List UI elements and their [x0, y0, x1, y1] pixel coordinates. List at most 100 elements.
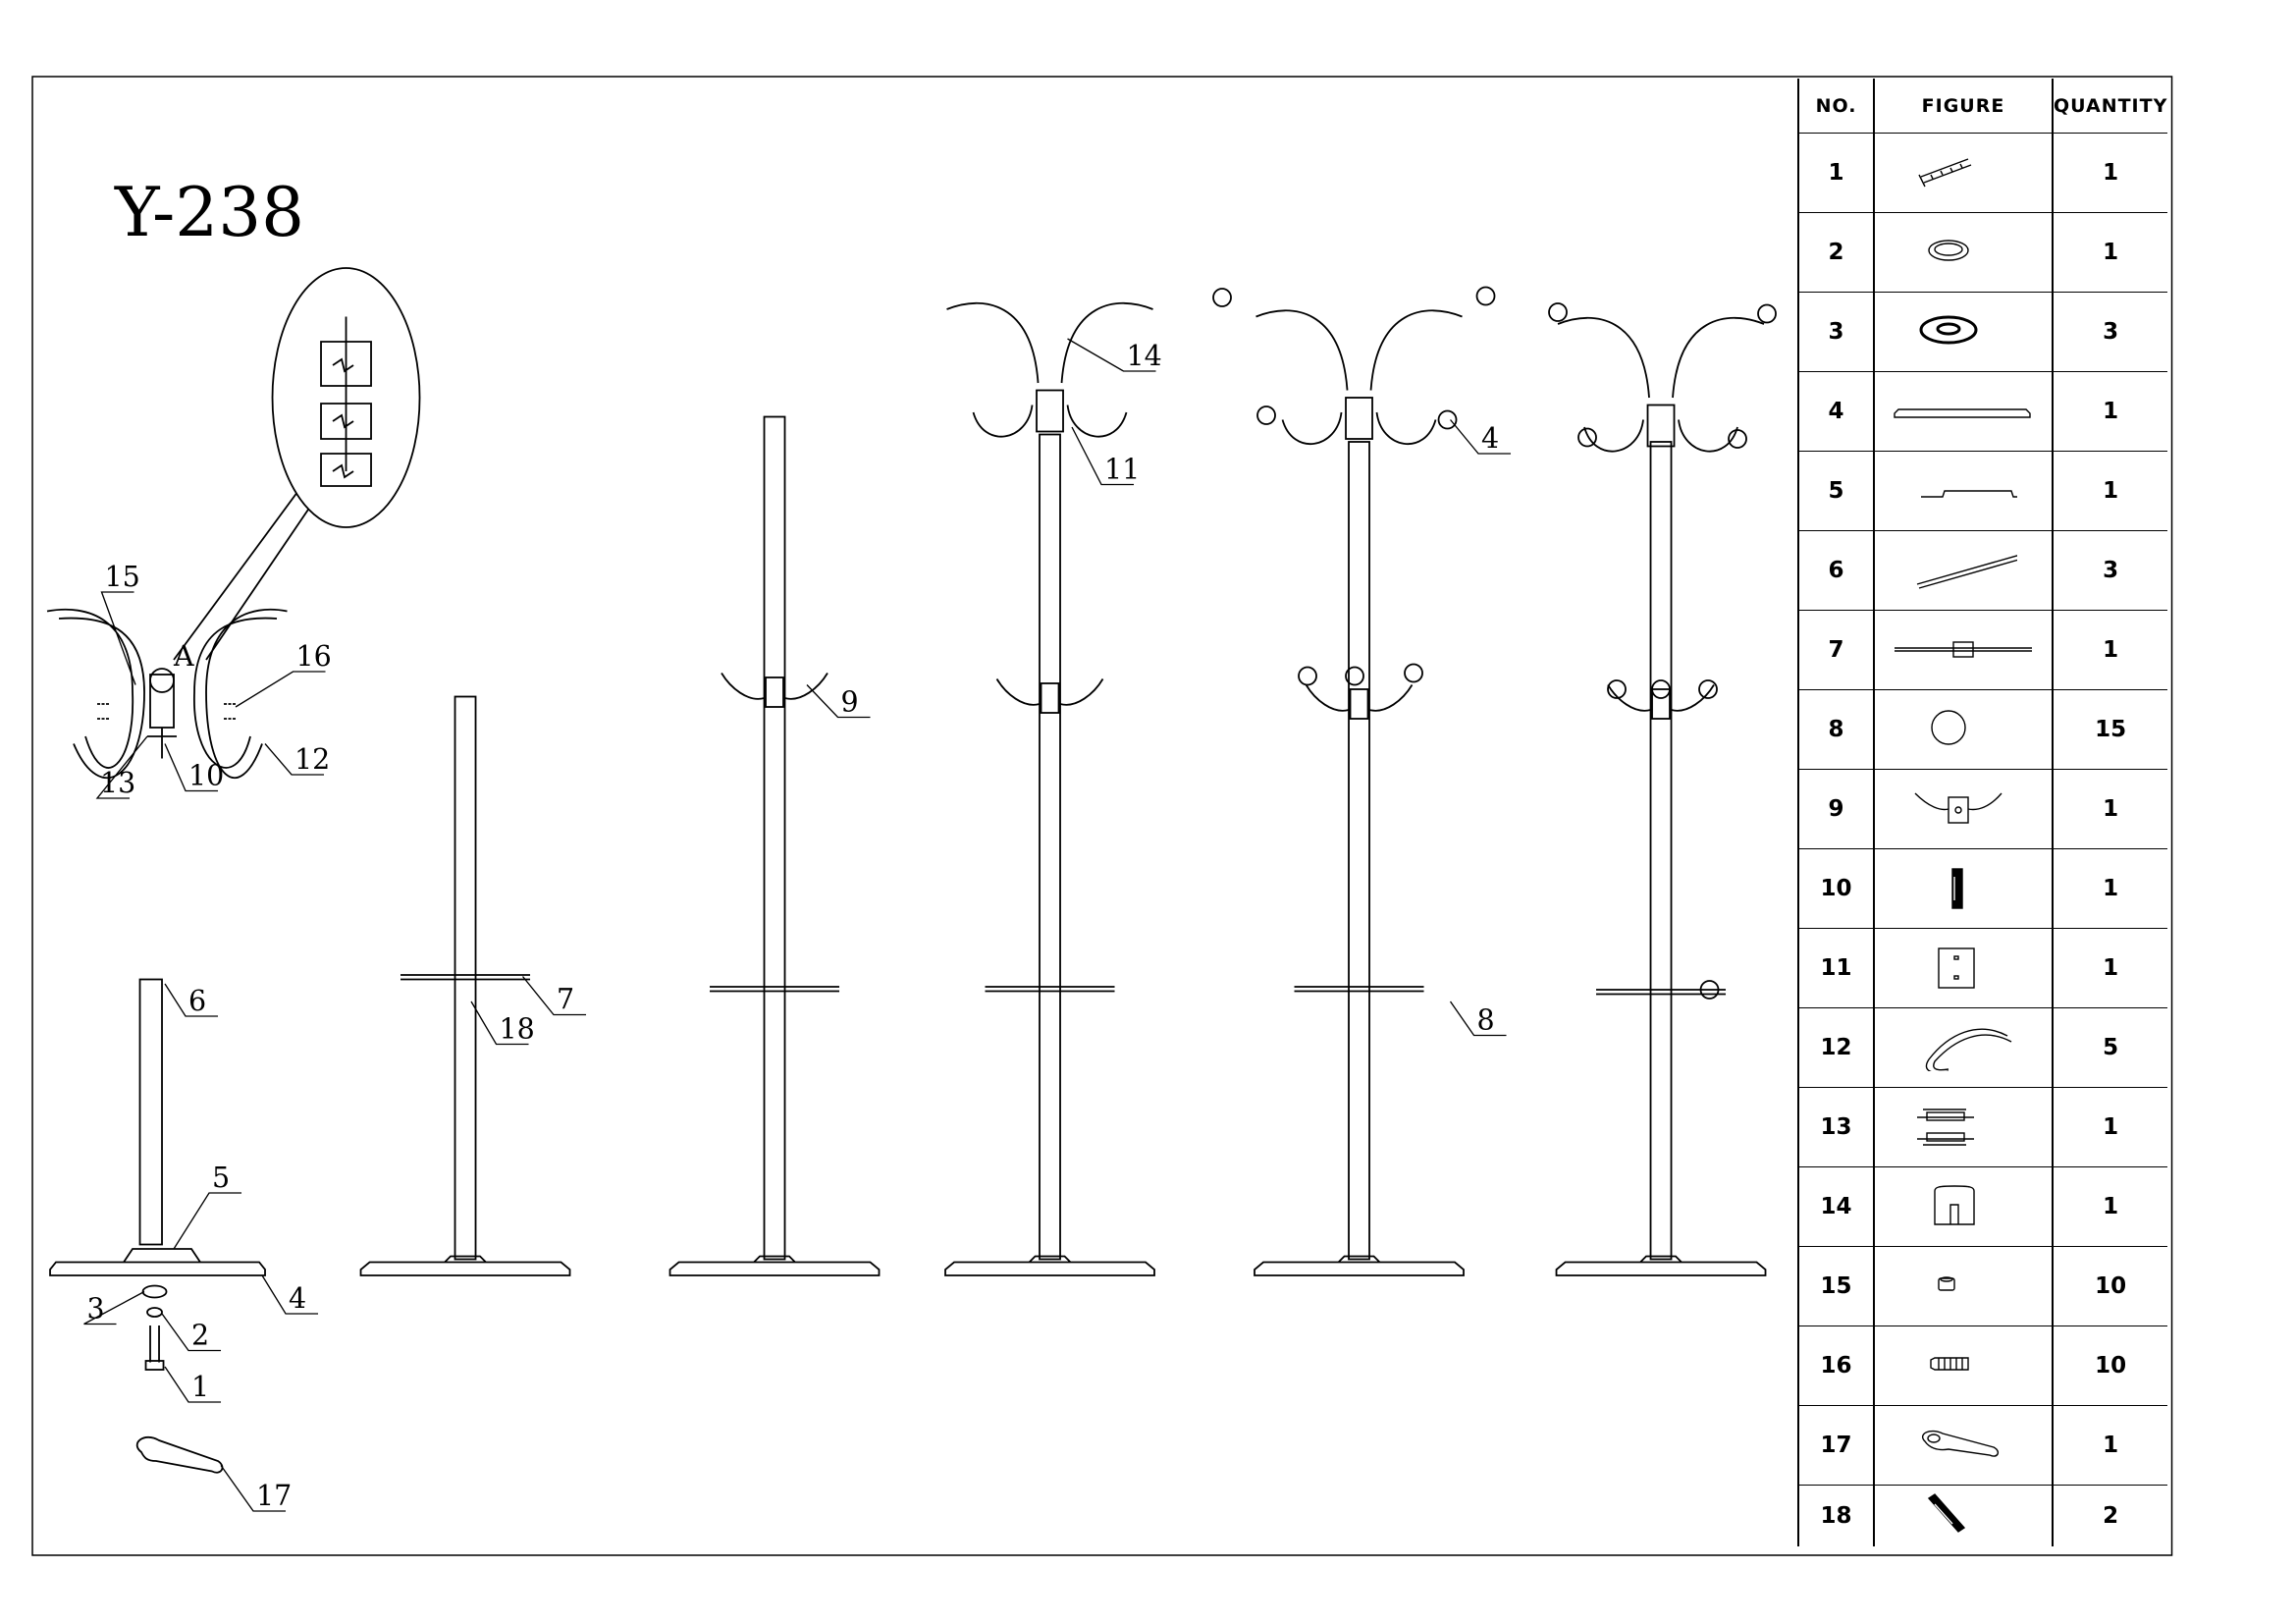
leader-line: [1071, 426, 1135, 486]
part-row: 4 1: [1797, 371, 2168, 452]
callout-5: 5: [212, 1162, 230, 1194]
parts-table-header: NO. FIGURE QUANTITY: [1797, 79, 2168, 134]
part-row: 7 1: [1797, 610, 2168, 690]
leader-line: [100, 591, 136, 685]
part-number: 1: [1797, 133, 1874, 213]
part-quantity: 1: [2051, 769, 2168, 849]
callout-7: 7: [557, 984, 574, 1016]
nut-icon: [1938, 1276, 1955, 1291]
ball: [1345, 666, 1364, 686]
leader-line: [173, 1192, 242, 1250]
part-quantity: 3: [2051, 530, 2168, 611]
part-quantity: 1: [2051, 451, 2168, 531]
leader-line: [1067, 338, 1156, 372]
part-quantity: 10: [2051, 1325, 2168, 1406]
part-figure: [1873, 212, 2053, 293]
part-row: 5 1: [1797, 451, 2168, 531]
part-quantity: 1: [2051, 371, 2168, 452]
part-number: 15: [1797, 1246, 1874, 1326]
callout-13: 13: [100, 767, 135, 799]
wrench-icon: [1922, 1430, 2000, 1457]
callout-6: 6: [188, 985, 206, 1017]
leader-line: [1449, 1001, 1507, 1037]
part-row: 2 1: [1797, 212, 2168, 293]
callout-15: 15: [105, 561, 140, 593]
threaded-rod-icon: [1951, 868, 1963, 909]
ball: [1651, 679, 1671, 699]
callout-17: 17: [256, 1480, 292, 1512]
part-row: 16 10: [1797, 1325, 2168, 1406]
part-figure: [1873, 689, 2053, 770]
plate-icon: [1938, 947, 1975, 989]
callout-10: 10: [188, 760, 224, 792]
bolt-icon: [1918, 158, 1972, 188]
part-number: 16: [1797, 1325, 1874, 1406]
part-row: 18 2: [1797, 1485, 2168, 1546]
callout-18: 18: [500, 1013, 535, 1046]
callout-14: 14: [1127, 340, 1162, 372]
leader-line: [235, 671, 326, 708]
part-number: 17: [1797, 1405, 1874, 1486]
part-figure: [1873, 292, 2053, 372]
header-no: NO.: [1797, 79, 1874, 134]
leader-line: [1450, 419, 1512, 455]
part-quantity: 15: [2051, 689, 2168, 770]
part-row: 9 1: [1797, 769, 2168, 849]
leader-line: [521, 976, 587, 1016]
callout-4a: 4: [289, 1282, 306, 1315]
ball: [1437, 409, 1458, 430]
ball: [1404, 663, 1423, 683]
leader-line: [806, 684, 871, 719]
connector-rod-icon: [1927, 1493, 1966, 1533]
step-3-stand: [668, 415, 881, 1276]
part-figure: [1873, 1405, 2053, 1486]
leader-line: [164, 743, 219, 792]
part-number: 4: [1797, 371, 1874, 452]
part-number: 12: [1797, 1007, 1874, 1088]
leader-line: [261, 1274, 319, 1315]
umbrella-ring-icon: [1895, 641, 2032, 658]
part-figure: [1873, 928, 2053, 1008]
part-number: 10: [1797, 848, 1874, 929]
step-2-stand: [359, 695, 571, 1276]
step-6-stand: [1548, 302, 1777, 1276]
part-quantity: 10: [2051, 1246, 2168, 1326]
part-number: 11: [1797, 928, 1874, 1008]
part-number: 13: [1797, 1087, 1874, 1167]
callout-12: 12: [294, 743, 330, 776]
callout-2: 2: [191, 1320, 209, 1352]
ball: [1256, 406, 1276, 425]
detail-label: A: [173, 640, 194, 673]
part-number: 8: [1797, 689, 1874, 770]
flat-washer-icon: [1919, 315, 1978, 345]
ball: [1699, 980, 1720, 1000]
part-quantity: 1: [2051, 212, 2168, 293]
part-row: 3 3: [1797, 292, 2168, 372]
ball: [1607, 679, 1627, 699]
part-row: 1 1: [1797, 133, 2168, 213]
base-plate-icon: [1894, 408, 2031, 418]
part-row: 12 5: [1797, 1007, 2168, 1088]
part-quantity: 1: [2051, 1087, 2168, 1167]
ball: [1577, 427, 1597, 448]
part-quantity: 3: [2051, 292, 2168, 372]
part-quantity: 1: [2051, 1166, 2168, 1247]
callout-16: 16: [296, 640, 332, 673]
part-quantity: 5: [2051, 1007, 2168, 1088]
part-row: 13 1: [1797, 1087, 2168, 1167]
step-1-base: [49, 978, 266, 1474]
part-quantity: 1: [2051, 1405, 2168, 1486]
part-row: 14 1: [1797, 1166, 2168, 1247]
leader-line: [220, 1465, 287, 1512]
part-quantity: 1: [2051, 610, 2168, 690]
callout-3: 3: [87, 1293, 105, 1325]
part-figure: [1873, 133, 2053, 213]
page-frame: [31, 76, 2173, 1556]
leader-line: [470, 1001, 529, 1046]
part-figure: [1873, 371, 2053, 452]
part-number: 9: [1797, 769, 1874, 849]
leader-line: [264, 743, 325, 776]
part-number: 7: [1797, 610, 1874, 690]
ball: [1212, 288, 1232, 307]
